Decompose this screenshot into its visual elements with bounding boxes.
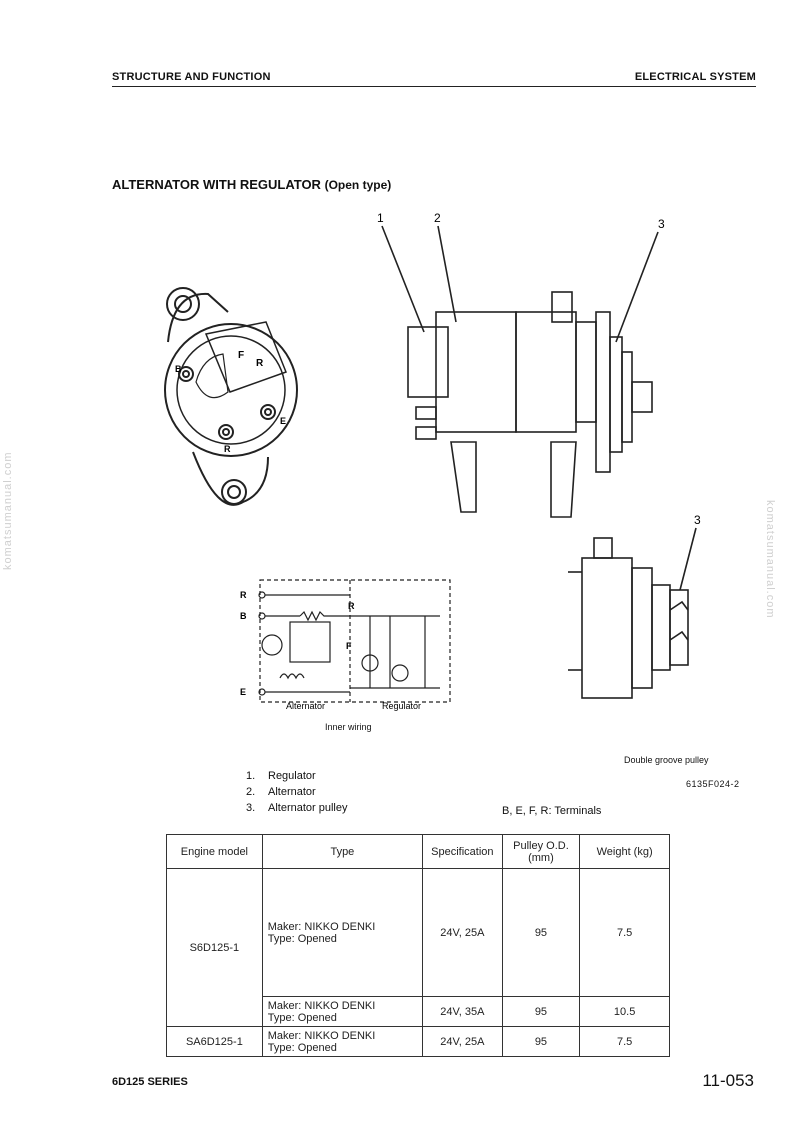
header-right: ELECTRICAL SYSTEM [634,71,756,83]
header-left: STRUCTURE AND FUNCTION [112,71,271,83]
table-row: SA6D125-1 Maker: NIKKO DENKI Type: Opene… [166,1026,670,1057]
cell-spec: 24V, 35A [422,996,503,1027]
legend-item: 3.Alternator pulley [246,802,348,814]
cell-model: SA6D125-1 [166,1026,263,1057]
wiring-caption: Inner wiring [325,722,372,732]
section-title-sub: (Open type) [324,178,392,192]
figure-code: 6135F024-2 [686,779,740,789]
watermark-right: komatsumanual.com [764,500,776,619]
cell-pulley: 95 [501,1026,581,1057]
section-title: ALTERNATOR WITH REGULATOR (Open type) [112,177,391,192]
alternator-side-view: 1 2 3 [377,211,665,518]
wiring-node-f: F [346,641,352,651]
cell-pulley: 95 [501,996,581,1027]
rear-label-r: R [224,444,231,454]
page-number: 11-053 [702,1071,754,1090]
alternator-rear-view: B F R E R [164,287,298,506]
terminals-note: B, E, F, R: Terminals [502,805,602,817]
table-header-row: Engine model Type Specification Pulley O… [166,834,670,869]
wiring-terminal-e: E [240,687,246,697]
cell-type: Maker: NIKKO DENKI Type: Opened [261,868,424,997]
callout-2: 2 [434,211,441,225]
callout-3: 3 [658,217,665,231]
rear-label-e: E [280,416,286,426]
wiring-terminal-r: R [240,590,247,600]
pulley-caption: Double groove pulley [624,755,709,765]
cell-weight: 7.5 [579,1026,670,1057]
table-row: S6D125-1 Maker: NIKKO DENKI Type: Opened… [166,868,670,1027]
header-rule [112,86,756,87]
section-title-main: ALTERNATOR WITH REGULATOR [112,177,321,192]
col-weight: Weight (kg) [579,834,670,869]
rear-label-b: B [175,364,182,374]
legend-item: 2.Alternator [246,786,316,798]
callout-3-pulley: 3 [694,513,701,527]
alternator-spec-table: Engine model Type Specification Pulley O… [166,834,670,1057]
cell-spec: 24V, 25A [422,868,503,997]
watermark-left: komatsumanual.com [2,451,14,571]
col-pulley-od: Pulley O.D. (mm) [501,834,581,869]
cell-weight: 7.5 [579,868,670,997]
wiring-terminal-b: B [240,611,247,621]
rear-label-r-top: R [256,358,264,369]
cell-spec: 24V, 25A [422,1026,503,1057]
cell-pulley: 95 [501,868,581,997]
cell-model: S6D125-1 [166,868,263,1027]
cell-type: Maker: NIKKO DENKI Type: Opened [261,1026,424,1057]
col-specification: Specification [422,834,503,869]
cell-weight: 10.5 [579,996,670,1027]
rear-label-f: F [238,350,244,361]
wiring-alternator-label: Alternator [286,701,325,711]
col-type: Type [261,834,424,869]
inner-wiring-diagram: R B E R F Alternator Regulator [240,579,451,711]
col-engine-model: Engine model [166,834,263,869]
double-groove-pulley-view: 3 [568,513,701,699]
cell-type: Maker: NIKKO DENKI Type: Opened [261,996,424,1027]
footer-series: 6D125 SERIES [112,1076,188,1088]
legend-list: 1.Regulator 2.Alternator 3.Alternator pu… [246,768,348,816]
legend-item: 1.Regulator [246,770,316,782]
wiring-node-r: R [348,601,355,611]
wiring-regulator-label: Regulator [382,701,421,711]
callout-1: 1 [377,211,384,225]
table-row: Maker: NIKKO DENKI Type: Opened 24V, 35A… [167,996,670,1027]
